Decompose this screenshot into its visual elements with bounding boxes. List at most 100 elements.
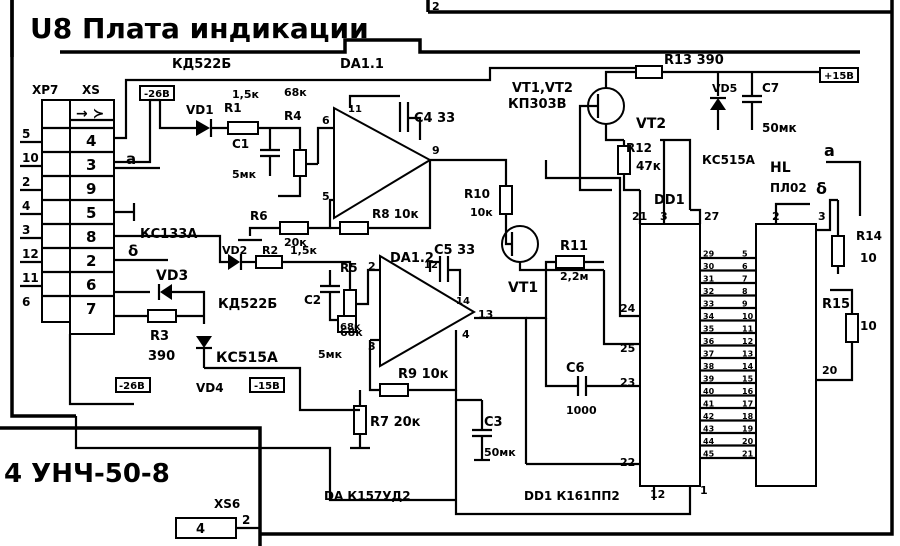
vd4-label: VD4 <box>196 381 224 395</box>
xs-pin: 8 <box>86 228 96 246</box>
diode-top-type: КД522Б <box>172 57 231 72</box>
hl-in-pin: 5 <box>742 250 748 259</box>
c2-value: 5мк <box>318 348 343 361</box>
power-minus26-top: -26В <box>144 89 170 100</box>
r10-label: R10 <box>464 187 490 201</box>
da11-pin-minus: 5 <box>322 190 330 203</box>
vt2-label: VT2 <box>636 116 666 132</box>
xs-pin: 4 <box>86 132 96 150</box>
vd1-label: VD1 <box>186 103 214 117</box>
hl-type: ПЛ02 <box>770 181 807 195</box>
r9-label: R9 10к <box>398 367 449 382</box>
c2-label: C2 <box>304 293 321 307</box>
diode-mid-type: КД522Б <box>218 297 277 312</box>
hl-in-pin: 14 <box>742 362 754 371</box>
r12-label: R12 <box>626 141 652 155</box>
dd1-type: DD1 К161ПП2 <box>524 489 620 503</box>
kc133-label: КС133А <box>140 227 197 242</box>
r6-label: R6 <box>250 209 268 223</box>
connector-left-pins: 5 10 2 4 3 12 11 6 <box>20 127 42 309</box>
vt1-label: VT1 <box>508 280 538 296</box>
xs-pin: 6 <box>86 276 96 294</box>
board-title: U8 Плата индикации <box>30 12 369 45</box>
display-hl <box>755 223 817 487</box>
dd1-pin22: 22 <box>620 456 635 469</box>
hl-label: HL <box>770 160 791 176</box>
signal-a-left: a <box>126 150 136 168</box>
hl-in-pin: 20 <box>742 437 754 446</box>
xs6-pin: 4 <box>196 522 205 537</box>
hl-in-pin: 12 <box>742 337 753 346</box>
da12-pin2: 2 <box>368 260 376 273</box>
r8-label: R8 10к <box>372 207 419 221</box>
neg26-label: -26В <box>119 381 145 392</box>
r11-value: 2,2м <box>560 270 588 283</box>
dd1-out-pin: 45 <box>703 450 715 459</box>
c3-label: C3 <box>484 415 503 430</box>
dd1-out-pin: 31 <box>703 275 715 284</box>
hl-in-pin: 15 <box>742 375 754 384</box>
c1-value: 5мк <box>232 168 257 181</box>
resistor-r15 <box>845 313 859 343</box>
dd1-pin24: 24 <box>620 302 636 315</box>
da11-pin-out: 9 <box>432 144 440 157</box>
r2-value: 1,5к <box>290 244 317 257</box>
xp-pin: 5 <box>22 127 30 141</box>
hl-in-pin: 16 <box>742 387 754 396</box>
r6-value: 20к <box>284 236 307 249</box>
hl-in-pin: 13 <box>742 350 753 359</box>
dd1-pin1: 1 <box>700 484 708 497</box>
signal-b-right: δ <box>816 179 827 198</box>
c6-value: 1000 <box>566 404 597 417</box>
hl-in-pin: 21 <box>742 450 754 459</box>
vd3-label: VD3 <box>156 268 188 284</box>
kc515-top-label: КС515А <box>702 153 756 167</box>
block-label: 4 УНЧ-50-8 <box>4 459 170 489</box>
neg15-label: -15В <box>254 381 280 392</box>
r14-label: R14 <box>856 229 882 243</box>
hl-in-pin: 10 <box>742 312 754 321</box>
xp-pin: 4 <box>22 199 30 213</box>
resistor-r1 <box>227 121 259 135</box>
xp7-label: XP7 <box>32 83 58 97</box>
xp-pin: 2 <box>22 175 30 189</box>
r5-value: 68к <box>340 326 363 339</box>
c1-label: C1 <box>232 137 249 151</box>
dd1-label: DD1 <box>654 193 685 208</box>
resistor-r3 <box>147 309 177 323</box>
svg-text:68к: 68к <box>340 322 361 333</box>
dd1-out-pin: 37 <box>703 350 714 359</box>
dd1-pin25: 25 <box>620 342 635 355</box>
resistor-r6 <box>279 221 309 235</box>
svg-text:→ ≻: → ≻ <box>76 106 104 122</box>
r13-label: R13 390 <box>664 53 724 68</box>
dd1-out-pin: 36 <box>703 337 715 346</box>
r15-value: 10 <box>860 319 877 333</box>
c7-label: C7 <box>762 81 779 95</box>
resistor-r14 <box>831 235 845 267</box>
connector-right-pins: 4 3 9 5 8 2 6 7 <box>86 132 96 318</box>
dd1-out-pin: 40 <box>703 387 715 396</box>
da11-pin-plus: 6 <box>322 114 330 127</box>
da12-pin14: 14 <box>456 296 470 307</box>
r2-label: R2 <box>262 244 278 257</box>
c3-value: 50мк <box>484 446 516 459</box>
resistor-r8 <box>339 221 369 235</box>
dd1-pin27: 27 <box>704 210 719 223</box>
da12-label: DA1.2 <box>390 251 434 266</box>
top-corner-pin: 2 <box>432 0 440 13</box>
resistor-r11 <box>555 255 585 269</box>
r11-label: R11 <box>560 239 588 254</box>
hl-in-pin: 9 <box>742 300 748 309</box>
dd1-out-pin: 29 <box>703 250 715 259</box>
resistor-r2 <box>255 255 283 269</box>
r15-label: R15 <box>822 297 850 312</box>
da12-pin3: 3 <box>368 340 376 353</box>
xs6-label: XS6 <box>214 497 240 511</box>
diode-vd3 <box>157 284 172 300</box>
hl-in-pin: 7 <box>742 275 748 284</box>
xp-pin: 11 <box>22 271 39 285</box>
power-tag-minus26-bot <box>115 377 151 393</box>
hl-pin20: 20 <box>822 364 838 377</box>
